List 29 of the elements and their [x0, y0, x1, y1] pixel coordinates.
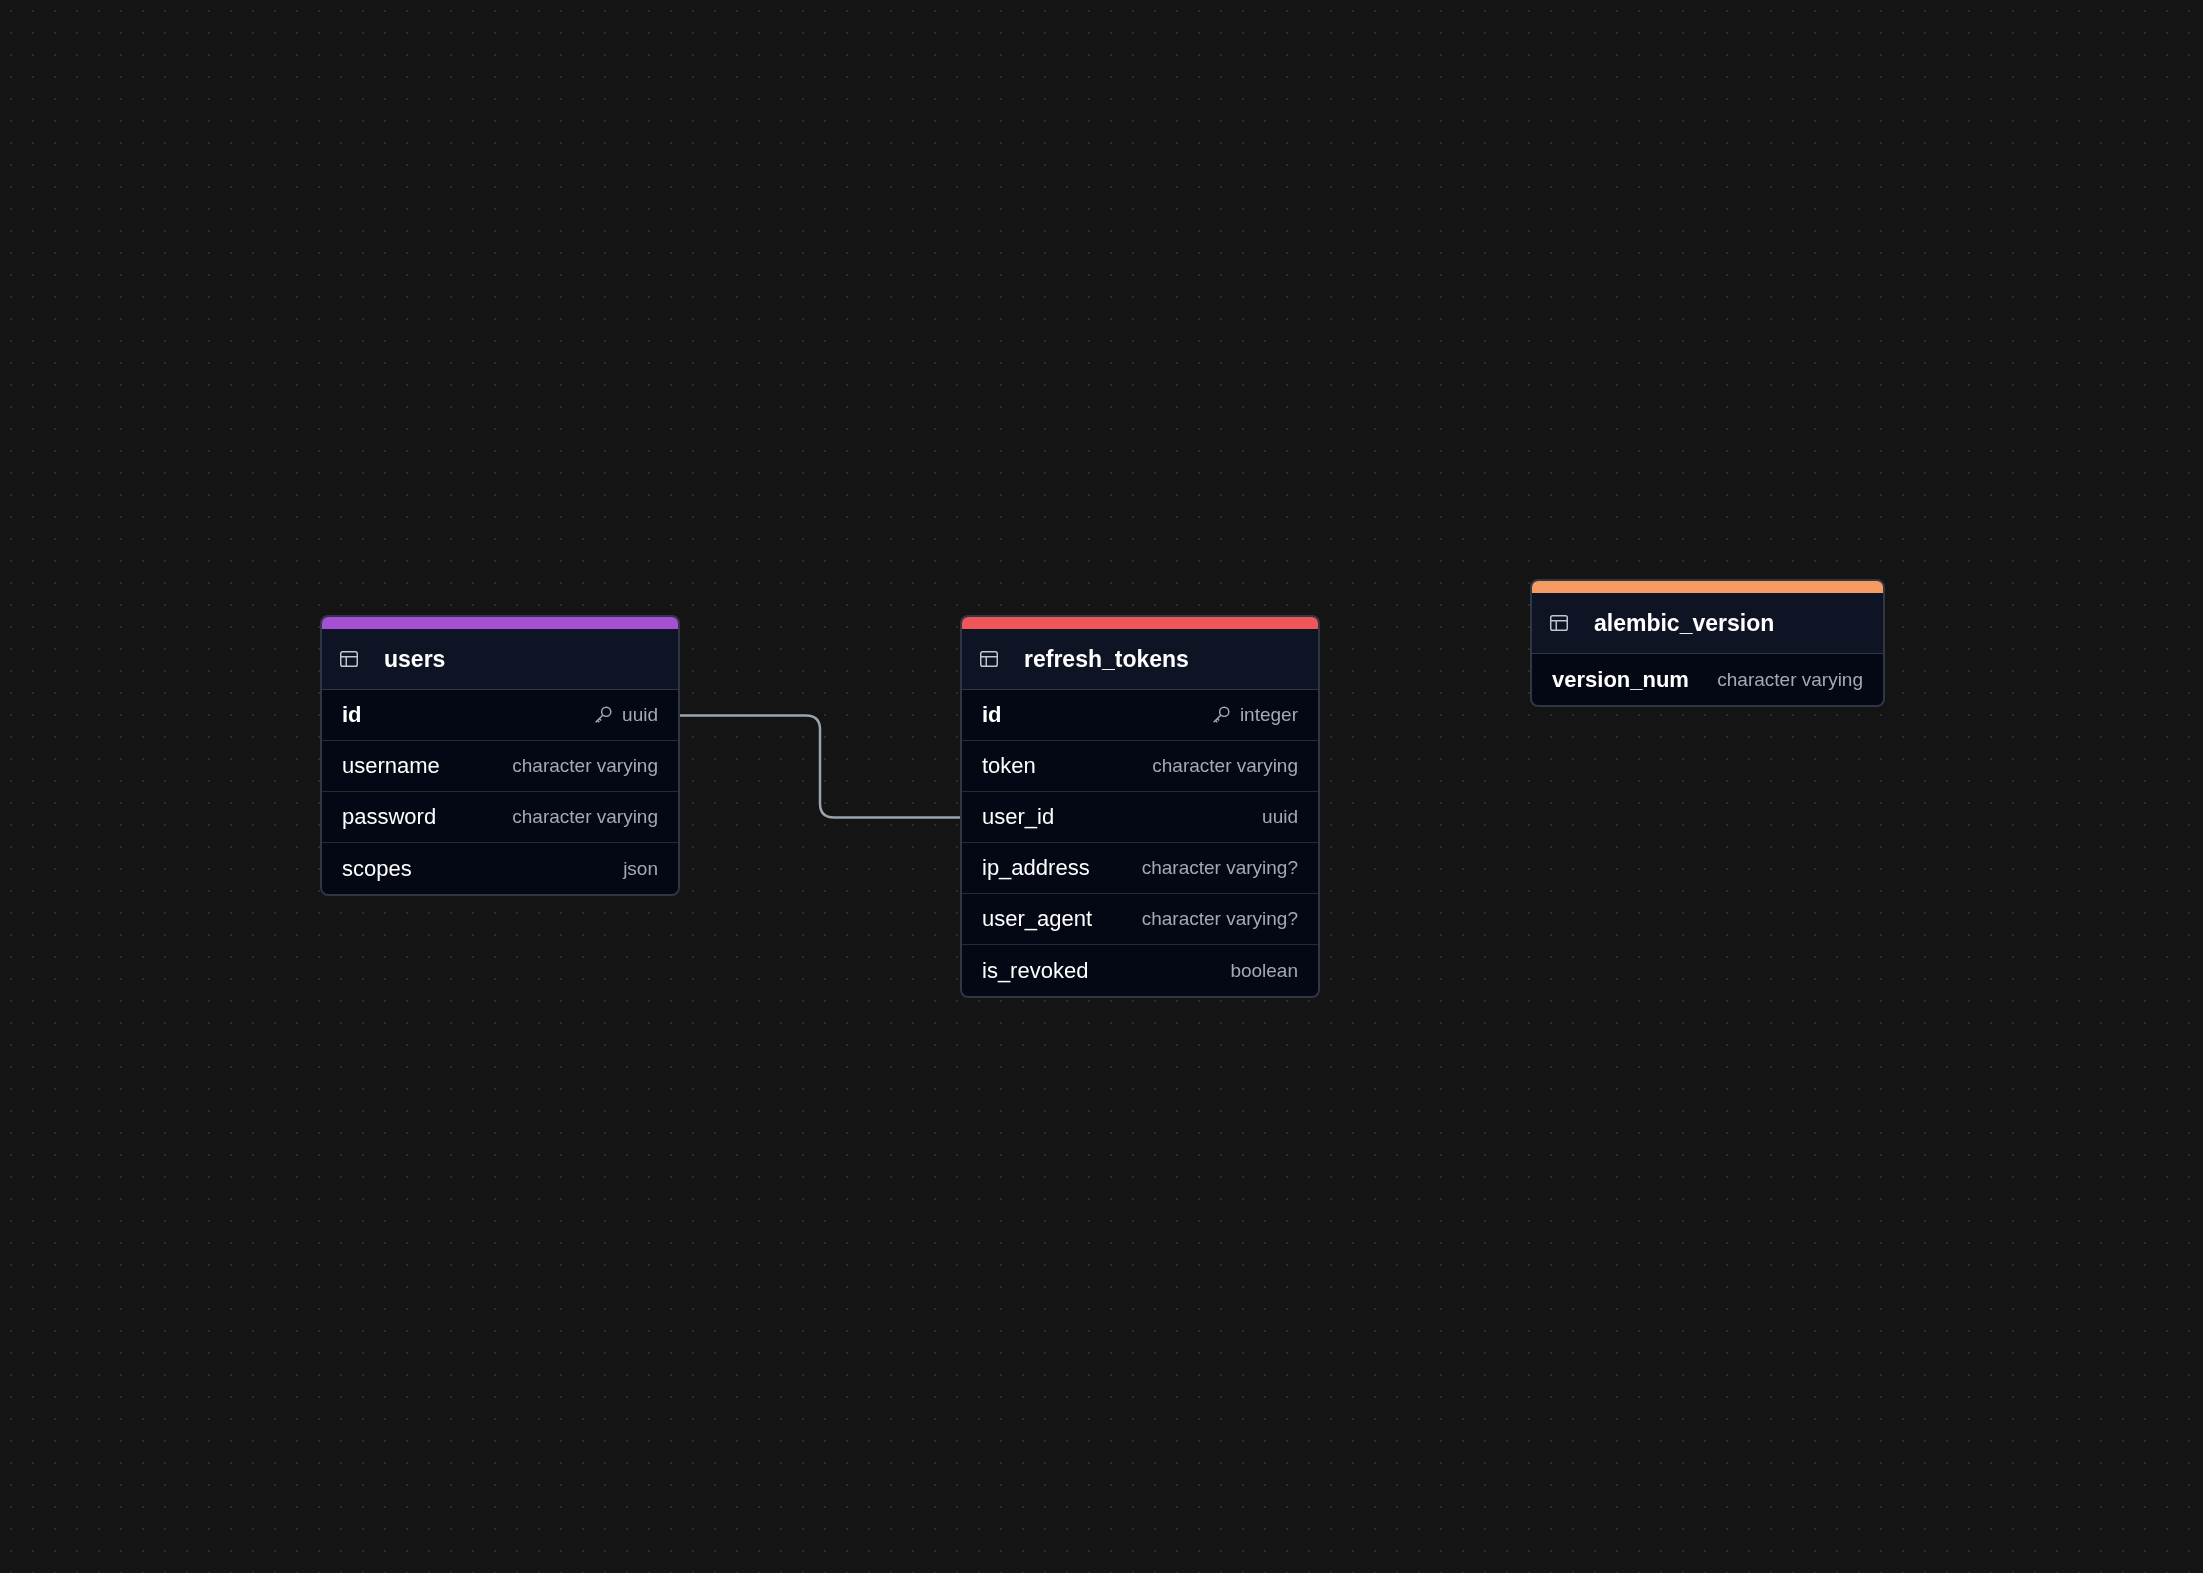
column-name: user_agent — [982, 906, 1093, 932]
column-name: id — [982, 702, 1002, 728]
column-type: json — [623, 857, 658, 880]
column-name: scopes — [342, 855, 412, 882]
column-name: token — [982, 753, 1036, 779]
table-title: alembic_version — [1594, 609, 1775, 637]
column-type: character varying — [512, 755, 658, 777]
column-name: id — [342, 702, 362, 728]
column-name: ip_address — [982, 855, 1090, 881]
column-name: user_id — [982, 804, 1055, 830]
column-type: character varying — [512, 806, 658, 828]
table-card — [1530, 579, 1885, 707]
column-name: version_num — [1552, 666, 1689, 693]
table-card — [960, 615, 1320, 998]
column-type: uuid — [1262, 806, 1298, 828]
column-name: password — [342, 804, 437, 830]
column-type: character varying — [1717, 668, 1863, 691]
column-name: username — [342, 753, 440, 779]
relationship-line — [678, 714, 962, 819]
column-name: is_revoked — [982, 957, 1089, 984]
column-type: boolean — [1230, 959, 1298, 982]
table-title: refresh_tokens — [1024, 645, 1189, 673]
column-type: uuid — [622, 704, 658, 726]
column-type: character varying? — [1141, 857, 1298, 879]
column-type: character varying? — [1141, 908, 1298, 930]
table-title: users — [384, 645, 446, 673]
column-type: character varying — [1152, 755, 1298, 777]
table-card — [320, 615, 680, 896]
column-type: integer — [1239, 704, 1298, 726]
